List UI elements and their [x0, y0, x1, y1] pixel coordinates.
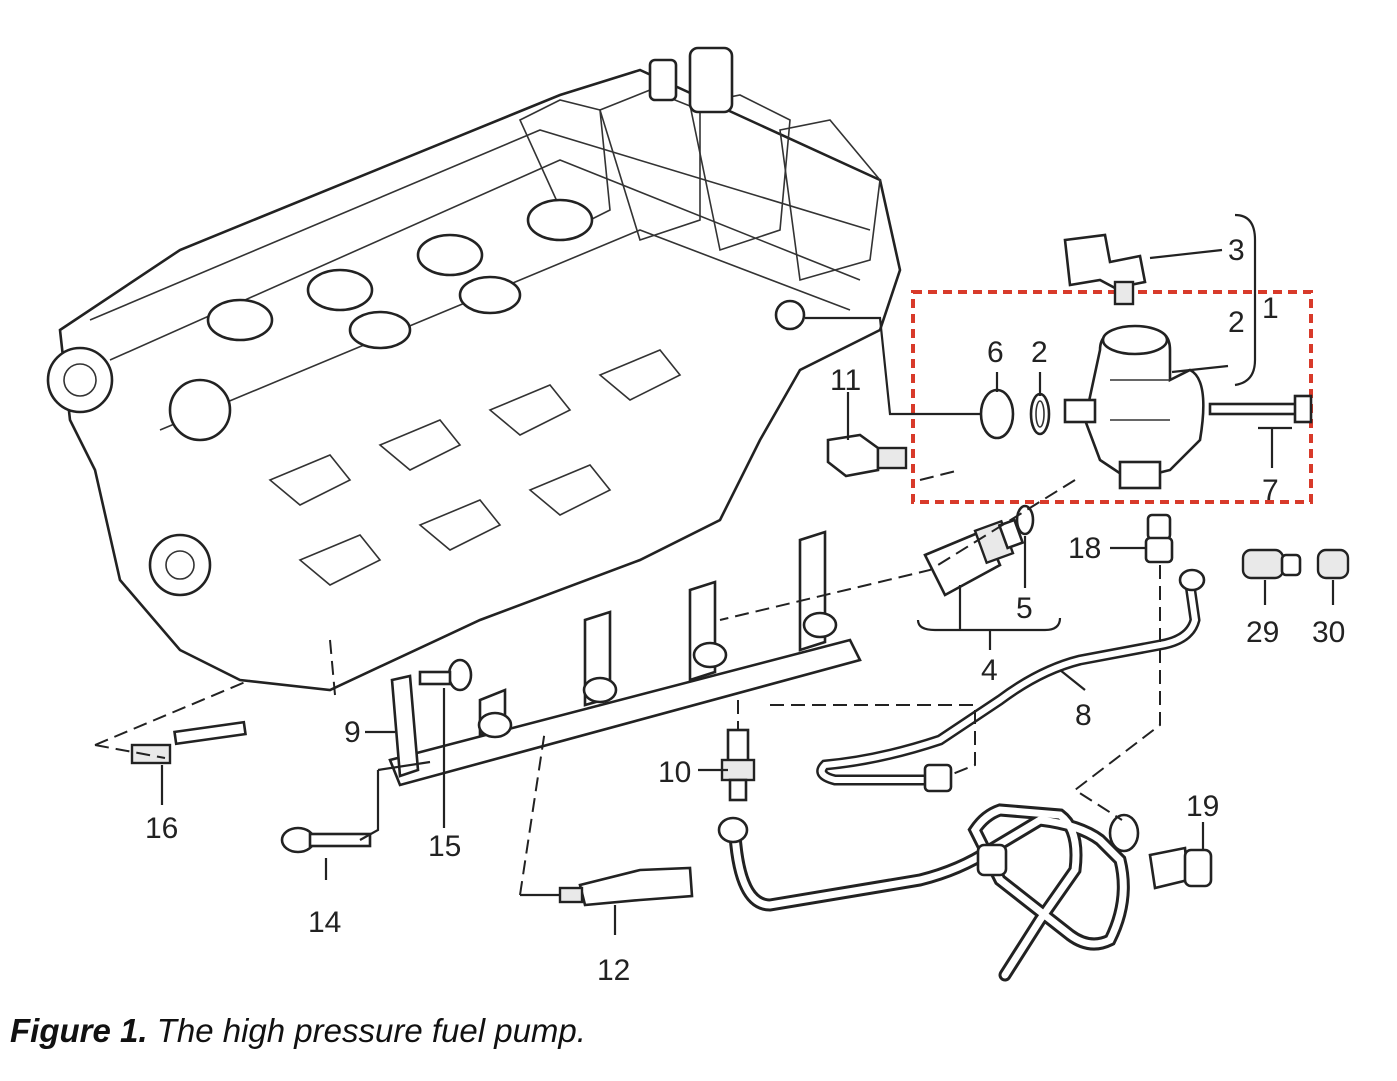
callout-5: 5	[1016, 592, 1033, 625]
callout-16: 16	[145, 812, 178, 845]
callout-7: 7	[1262, 474, 1279, 507]
cam-journals	[206, 198, 594, 350]
intake-manifold	[518, 46, 881, 282]
callout-15: 15	[428, 830, 461, 863]
figure-caption: Figure 1. The high pressure fuel pump.	[10, 1012, 586, 1050]
fuel-system-exploded-diagram: 1 2 3 6 2 7 11 5 4 18 29 30 8 19 10 9 15…	[46, 46, 1350, 987]
callout-18: 18	[1068, 532, 1101, 565]
roller-tappet-cup	[979, 388, 1015, 440]
figure-caption-label: Figure 1.	[10, 1012, 148, 1049]
callout-3: 3	[1228, 234, 1245, 267]
high-pressure-fuel-line	[816, 568, 1206, 793]
fuel-pressure-sensor	[923, 518, 1025, 597]
callout-1: 1	[1262, 292, 1279, 325]
figure-caption-text: The high pressure fuel pump.	[147, 1012, 586, 1049]
callout-4: 4	[981, 654, 998, 687]
callout-30: 30	[1312, 616, 1345, 649]
callout-6: 6	[987, 336, 1004, 369]
injector-seal	[447, 658, 473, 692]
injector-tip	[418, 670, 452, 686]
exhaust-ports	[268, 349, 682, 586]
o-ring	[1029, 392, 1051, 436]
callout-29: 29	[1246, 616, 1279, 649]
callout-2-upper: 2	[1228, 306, 1245, 339]
rail-mounting-bolt	[280, 826, 372, 854]
union-fitting	[1144, 513, 1174, 564]
pump-mount-boss	[774, 299, 806, 331]
leader-lines	[94, 213, 1335, 935]
pressure-regulator-connector	[1063, 233, 1147, 306]
low-pressure-sensor	[826, 433, 908, 478]
banjo-bolt	[1148, 846, 1213, 890]
stud-bolt	[130, 720, 247, 765]
cylinder-head	[46, 46, 902, 692]
high-pressure-fuel-pump	[1063, 324, 1205, 490]
fitting-29	[1241, 548, 1302, 580]
head-front-end	[46, 346, 232, 597]
callout-12: 12	[597, 954, 630, 987]
callout-2: 2	[1031, 336, 1048, 369]
callout-8: 8	[1075, 699, 1092, 732]
sensor-seal-ring	[1015, 504, 1035, 536]
fuel-rail	[388, 530, 862, 787]
pump-mounting-bolt	[1208, 394, 1313, 424]
callout-10: 10	[658, 756, 691, 789]
callout-9: 9	[344, 716, 361, 749]
fuel-temperature-sensor	[558, 866, 694, 907]
callout-labels: 1 2 3 6 2 7 11 5 4 18 29 30 8 19 10 9 15…	[145, 234, 1345, 987]
rail-pressure-sensor	[720, 728, 756, 802]
callout-19: 19	[1186, 790, 1219, 823]
callout-14: 14	[308, 906, 341, 939]
callout-11: 11	[830, 364, 861, 397]
fitting-30	[1316, 548, 1350, 580]
fuel-supply-line	[717, 803, 1140, 982]
